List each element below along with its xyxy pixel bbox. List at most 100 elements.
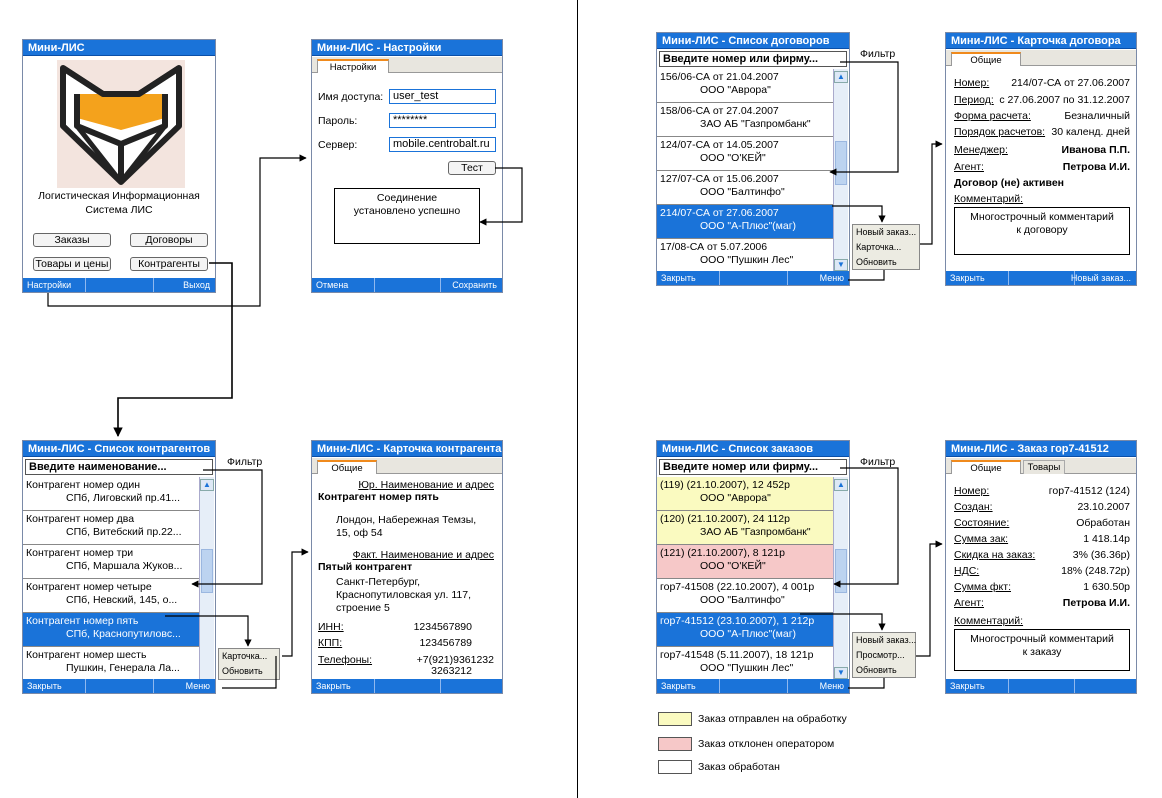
menu-softkey[interactable]: Меню (819, 681, 844, 691)
comment-label: Комментарий: (954, 615, 1024, 627)
tab-settings[interactable]: Настройки (317, 59, 389, 73)
scroll-up-icon[interactable]: ▲ (834, 71, 848, 83)
contracts-button[interactable]: Договоры (130, 233, 208, 247)
comment-box: Многострочный комментарий к договору (954, 207, 1130, 255)
scroll-up-icon[interactable]: ▲ (834, 479, 848, 491)
scrollbar[interactable]: ▲ ▼ (833, 477, 848, 681)
legal-address-line2: 15, оф 54 (336, 527, 383, 539)
fact-address-line1: Санкт-Петербург, (336, 576, 420, 588)
scroll-down-icon[interactable]: ▼ (834, 667, 848, 679)
fox-logo-icon (60, 65, 182, 185)
close-softkey[interactable]: Закрыть (661, 681, 696, 691)
scrollbar[interactable]: ▲ (199, 477, 214, 681)
payment-order-value: 30 календ. дней (1051, 126, 1130, 138)
contractors-button[interactable]: Контрагенты (130, 257, 208, 271)
server-label: Сервер: (318, 139, 358, 151)
fact-address-line3: строение 5 (336, 602, 390, 614)
legend-label: Заказ отклонен оператором (698, 738, 835, 750)
section-divider (577, 0, 578, 798)
login-field[interactable]: user_test (389, 89, 496, 104)
tab-general[interactable]: Общие (951, 52, 1021, 66)
app-caption-line1: Логистическая Информационная (38, 190, 200, 202)
menu-softkey[interactable]: Меню (185, 681, 210, 691)
close-softkey[interactable]: Закрыть (661, 273, 696, 283)
contractors-list-screen: Мини-ЛИС - Список контрагентов Введите н… (22, 440, 216, 694)
menu-item-refresh[interactable]: Обновить (856, 665, 897, 675)
tab-general[interactable]: Общие (317, 460, 377, 474)
tab-general[interactable]: Общие (951, 460, 1021, 474)
exit-softkey[interactable]: Выход (183, 280, 210, 290)
contract-active-status: Договор (не) активен (954, 177, 1065, 189)
server-field[interactable]: mobile.centrobalt.ru (389, 137, 496, 152)
orders-button[interactable]: Заказы (33, 233, 111, 247)
settings-softkey[interactable]: Настройки (27, 280, 72, 290)
filter-input[interactable]: Введите номер или фирму... (659, 459, 847, 475)
menu-item-view[interactable]: Просмотр... (856, 650, 905, 660)
softkey-bar: Закрыть Меню (657, 679, 849, 693)
window-title: Мини-ЛИС - Настройки (312, 40, 502, 56)
menu-softkey[interactable]: Меню (819, 273, 844, 283)
menu-item-card[interactable]: Карточка... (856, 242, 902, 252)
payment-form-value: Безналичный (1064, 110, 1130, 122)
field-label: Агент: (954, 597, 984, 609)
tab-bar: Общие (312, 458, 502, 474)
filter-annotation: Фильтр (860, 48, 896, 60)
close-softkey[interactable]: Закрыть (950, 681, 985, 691)
menu-item-refresh[interactable]: Обновить (222, 666, 263, 676)
connector-view-order (916, 540, 943, 657)
legal-address-line1: Лондон, Набережная Темзы, (336, 514, 477, 526)
menu-item-card[interactable]: Карточка... (222, 651, 268, 661)
tab-bar: Настройки (312, 57, 502, 73)
menu-item-refresh[interactable]: Обновить (856, 257, 897, 267)
close-softkey[interactable]: Закрыть (316, 681, 351, 691)
password-field[interactable]: ******** (389, 113, 496, 128)
window-title: Мини-ЛИС - Список заказов (657, 441, 849, 457)
connector-menu-orders (848, 678, 885, 689)
scroll-thumb[interactable] (835, 549, 847, 593)
goods-button[interactable]: Товары и цены (33, 257, 111, 271)
cancel-softkey[interactable]: Отмена (316, 280, 349, 290)
filter-input[interactable]: Введите наименование... (25, 459, 213, 475)
tab-goods[interactable]: Товары (1023, 460, 1065, 474)
context-menu: Новый заказ... Карточка... Обновить (852, 224, 920, 270)
scroll-thumb[interactable] (201, 549, 213, 593)
menu-item-new-order[interactable]: Новый заказ... (856, 635, 917, 645)
softkey-bar: Настройки Выход (23, 278, 215, 292)
save-softkey[interactable]: Сохранить (452, 280, 497, 290)
agent-label: Агент: (954, 161, 984, 173)
scroll-down-icon[interactable]: ▼ (834, 259, 848, 271)
menu-item-new-order[interactable]: Новый заказ... (856, 227, 917, 237)
scroll-thumb[interactable] (835, 141, 847, 185)
filter-annotation: Фильтр (860, 456, 896, 468)
scrollbar[interactable]: ▲ ▼ (833, 69, 848, 273)
close-softkey[interactable]: Закрыть (27, 681, 62, 691)
test-button[interactable]: Тест (448, 161, 496, 175)
comment-label: Комментарий: (954, 193, 1024, 205)
filter-input[interactable]: Введите номер или фирму... (659, 51, 847, 67)
new-order-softkey[interactable]: Новый заказ... (1070, 273, 1131, 283)
scroll-up-icon[interactable]: ▲ (200, 479, 214, 491)
window-title: Мини-ЛИС - Карточка контрагента (312, 441, 502, 457)
close-softkey[interactable]: Закрыть (950, 273, 985, 283)
filter-annotation: Фильтр (227, 456, 263, 468)
legal-name: Контрагент номер пять (318, 491, 439, 503)
